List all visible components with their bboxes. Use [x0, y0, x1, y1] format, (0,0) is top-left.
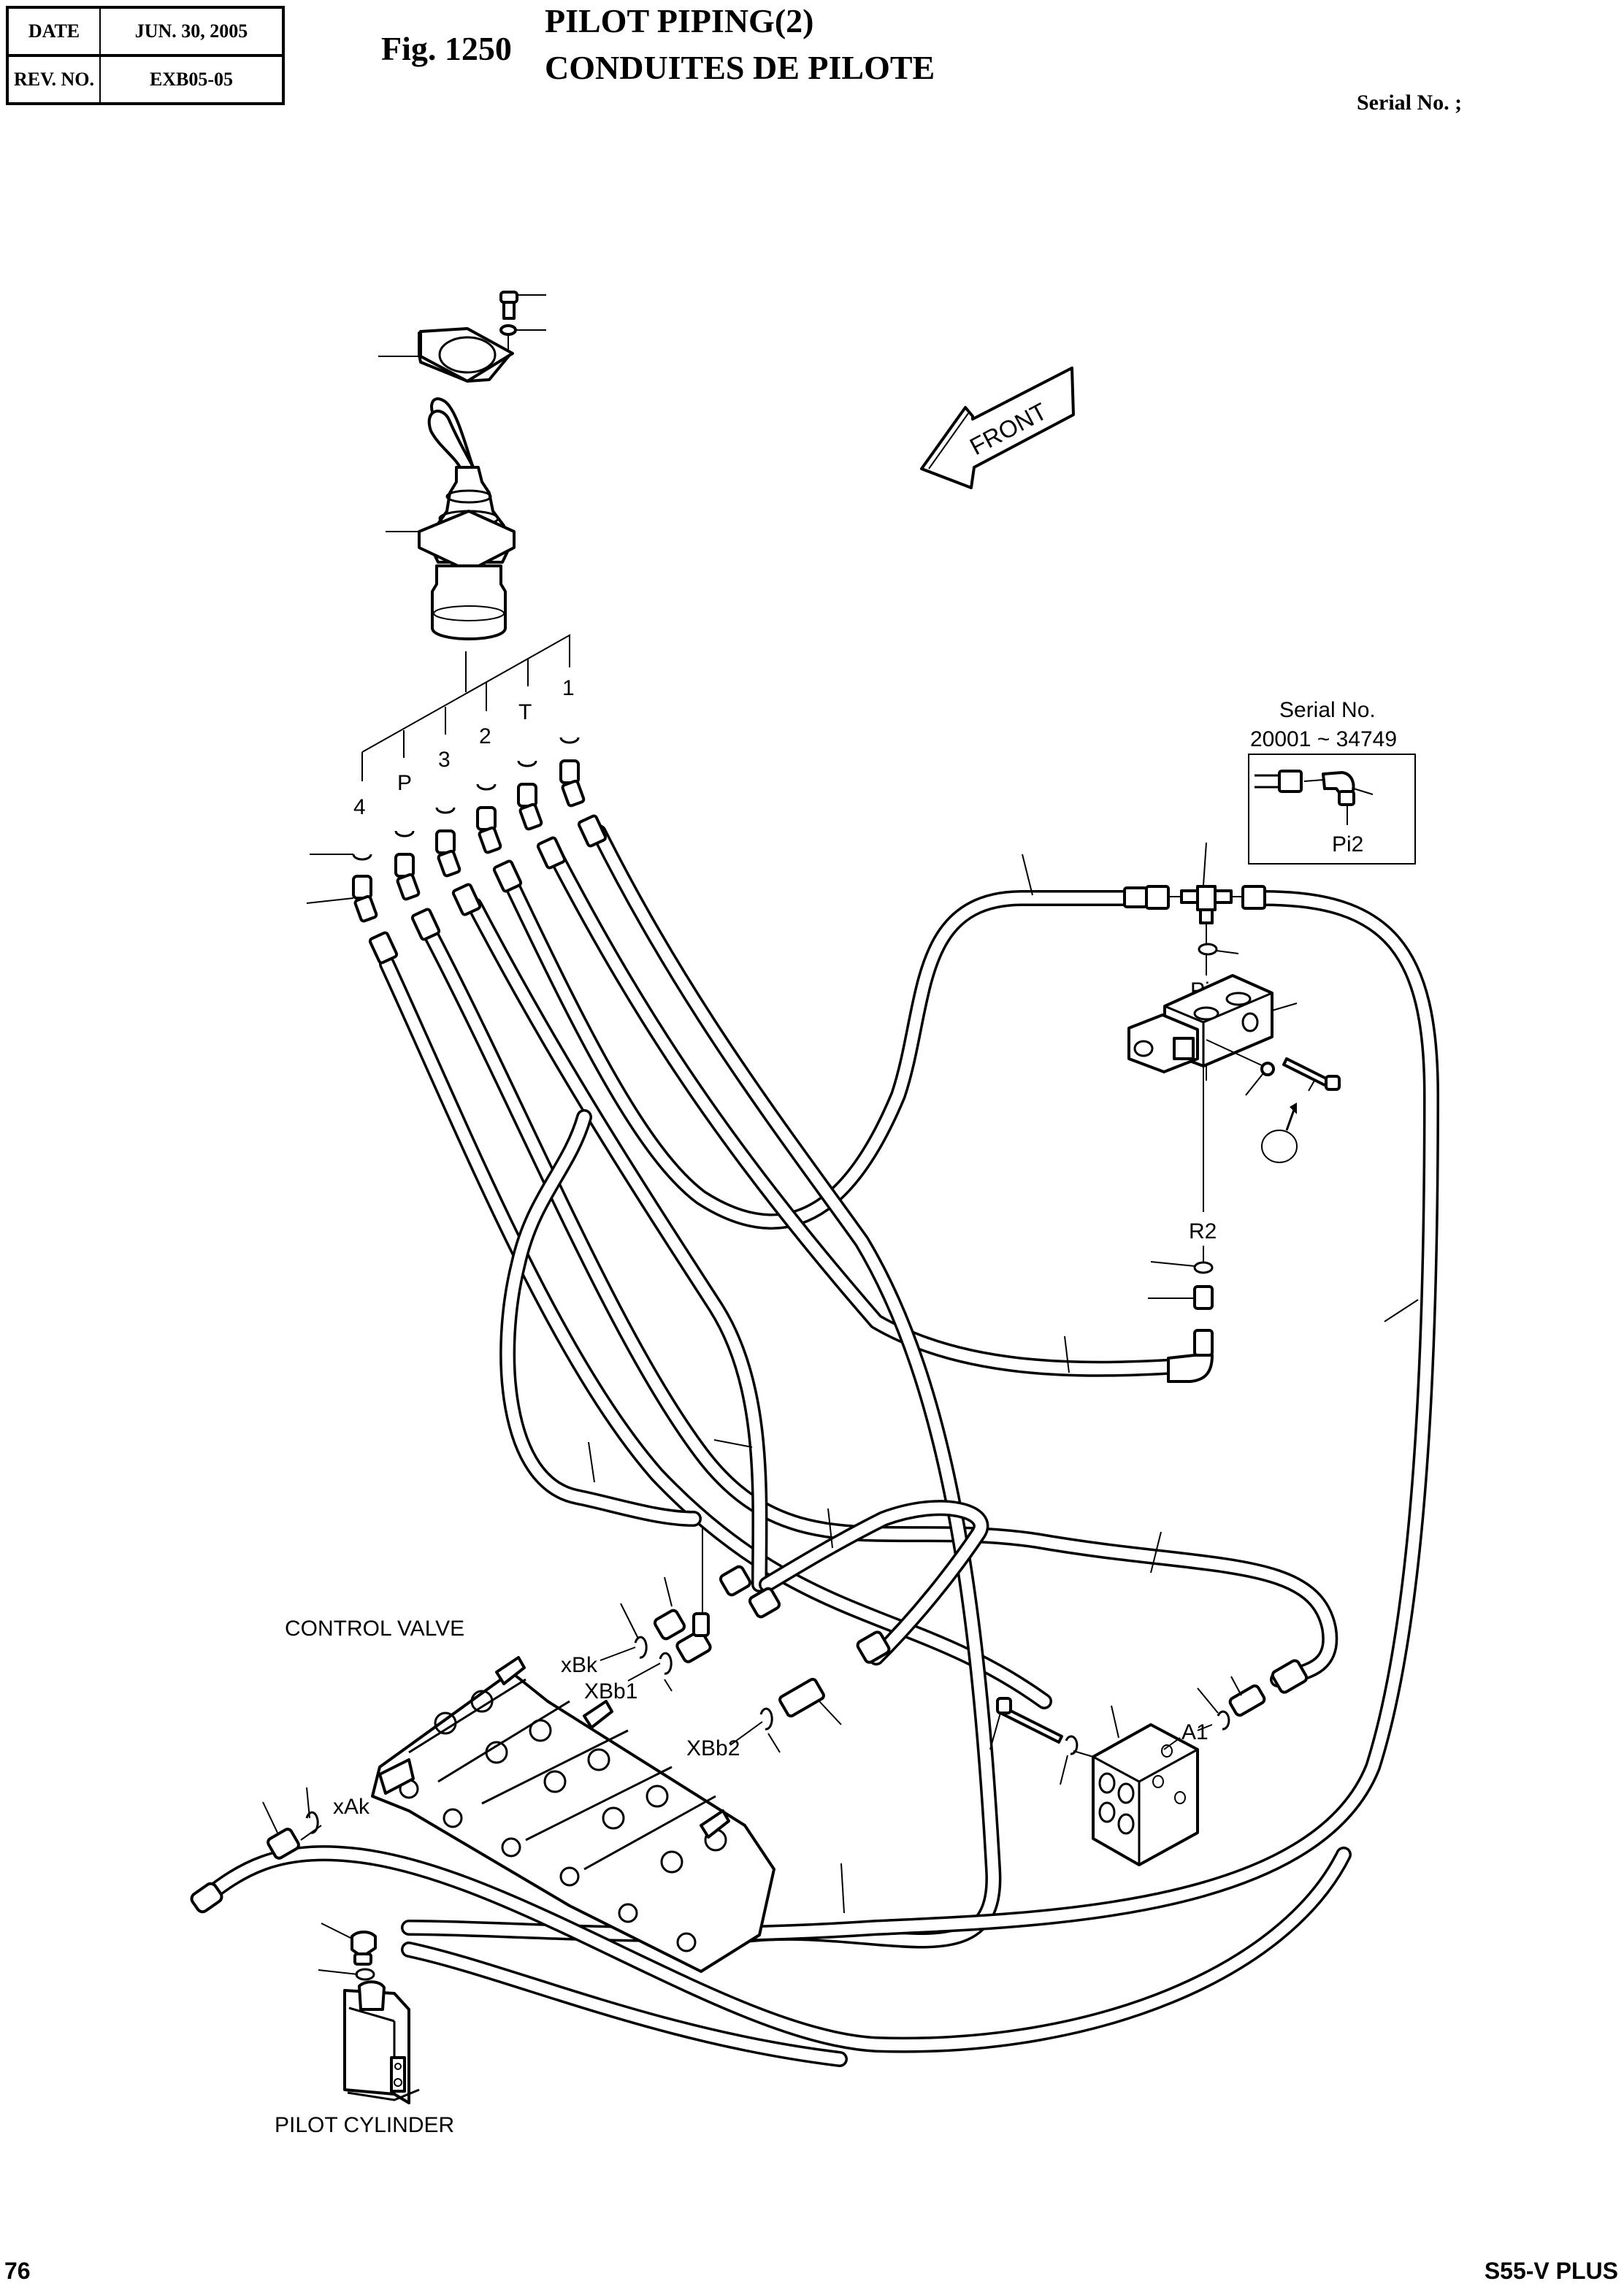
revision-label: REV. NO.: [7, 55, 101, 104]
fitting-port-3: [435, 807, 482, 916]
fitting-port-2: [476, 783, 523, 893]
return-fitting: [1148, 1066, 1214, 1383]
port-leader-lines: [361, 634, 570, 781]
hose-xak: [196, 1845, 1352, 2053]
figure-number: Fig. 1250: [381, 30, 512, 67]
manifold-port-label-a1: A1: [1181, 1720, 1209, 1744]
inset-port-label: Pi2: [1332, 832, 1363, 856]
port-label-xbk: xBk: [561, 1653, 598, 1677]
pilot-cylinder-label: PILOT CYLINDER: [275, 2113, 454, 2137]
valve-block-return-label: R2: [1189, 1219, 1217, 1243]
hose-port-4: [379, 956, 1052, 1709]
port-label-2: 2: [479, 724, 491, 748]
hose-port-p: [423, 927, 1338, 1687]
gasket-plate: [378, 327, 514, 383]
joystick-body: [431, 564, 507, 640]
port-label-xbb1: XBb1: [584, 1679, 637, 1703]
date-value: JUN. 30, 2005: [99, 7, 284, 57]
port-label-4: 4: [353, 795, 366, 819]
inset-frame: [1248, 754, 1416, 865]
port-label-xbb2: XBb2: [686, 1736, 740, 1760]
joystick-handle: [427, 410, 475, 469]
machine-model: S55-V PLUS: [1484, 2258, 1618, 2284]
pilot-cylinder: [318, 1923, 420, 2104]
bolt-icon: [499, 291, 546, 320]
control-valve-label: CONTROL VALVE: [285, 1617, 464, 1641]
hose-port-1: [591, 824, 1002, 1949]
view-direction-arrow-icon: [1261, 1103, 1298, 1163]
revision-value: EXB05-05: [99, 55, 284, 104]
port-label-xak: xAk: [333, 1795, 370, 1819]
date-label: DATE: [7, 7, 101, 57]
valve-spools: [378, 1656, 730, 1839]
serial-inset: Serial No. 20001 ~ 34749 Pi2: [1248, 698, 1416, 865]
callout-leader-lines: [588, 854, 1419, 1914]
washer-icon: [499, 324, 546, 355]
joystick-mounting-flange: [418, 510, 516, 572]
mounting-bolt-icon: [1282, 1057, 1341, 1092]
fitting-port-4: [306, 854, 399, 965]
tee-fitting: [1123, 842, 1266, 976]
hose-xbb2: [759, 1500, 989, 1666]
fitting-port-p: [394, 830, 441, 941]
control-valve-fittings: [190, 1526, 891, 1914]
port-label-p: P: [397, 771, 412, 795]
revision-info-table: DATE JUN. 30, 2005 REV. NO. EXB05-05: [6, 6, 285, 105]
front-direction-arrow: FRONT: [920, 367, 1075, 489]
fitting-port-t: [517, 760, 567, 870]
page-number: 76: [4, 2258, 31, 2284]
port-label-3: 3: [438, 748, 451, 772]
hose-pilot-cylinder: [401, 1942, 848, 2067]
hose-port-2: [503, 875, 1133, 1230]
hose-port-3: [467, 897, 768, 1592]
port-label-1: 1: [562, 676, 575, 700]
page-title-french: CONDUITES DE PILOTE: [545, 49, 935, 86]
hose-port-t: [547, 846, 1198, 1377]
port-label-t: T: [518, 700, 532, 724]
inset-serial-title: Serial No.: [1279, 698, 1376, 722]
joystick-port-fittings: [306, 737, 608, 965]
fitting-port-1: [559, 737, 608, 848]
joystick-port-labels: 4 P 3 2 T 1: [353, 676, 575, 819]
hose-xbk-loop: [499, 1109, 702, 1527]
joystick-assembly: [361, 291, 570, 781]
control-valve-body: [371, 1656, 775, 1973]
revision-row: REV. NO. EXB05-05: [7, 55, 284, 104]
date-row: DATE JUN. 30, 2005: [7, 7, 284, 57]
page-title-english: PILOT PIPING(2): [545, 2, 814, 39]
manifold-block: [989, 1659, 1309, 1866]
serial-number-label: Serial No. ;: [1357, 91, 1463, 115]
control-valve-port-labels: xBk XBb1 XBb2 xAk: [333, 1653, 740, 1819]
inset-serial-range: 20001 ~ 34749: [1250, 727, 1397, 751]
solenoid-valve-block: [1127, 974, 1341, 1163]
